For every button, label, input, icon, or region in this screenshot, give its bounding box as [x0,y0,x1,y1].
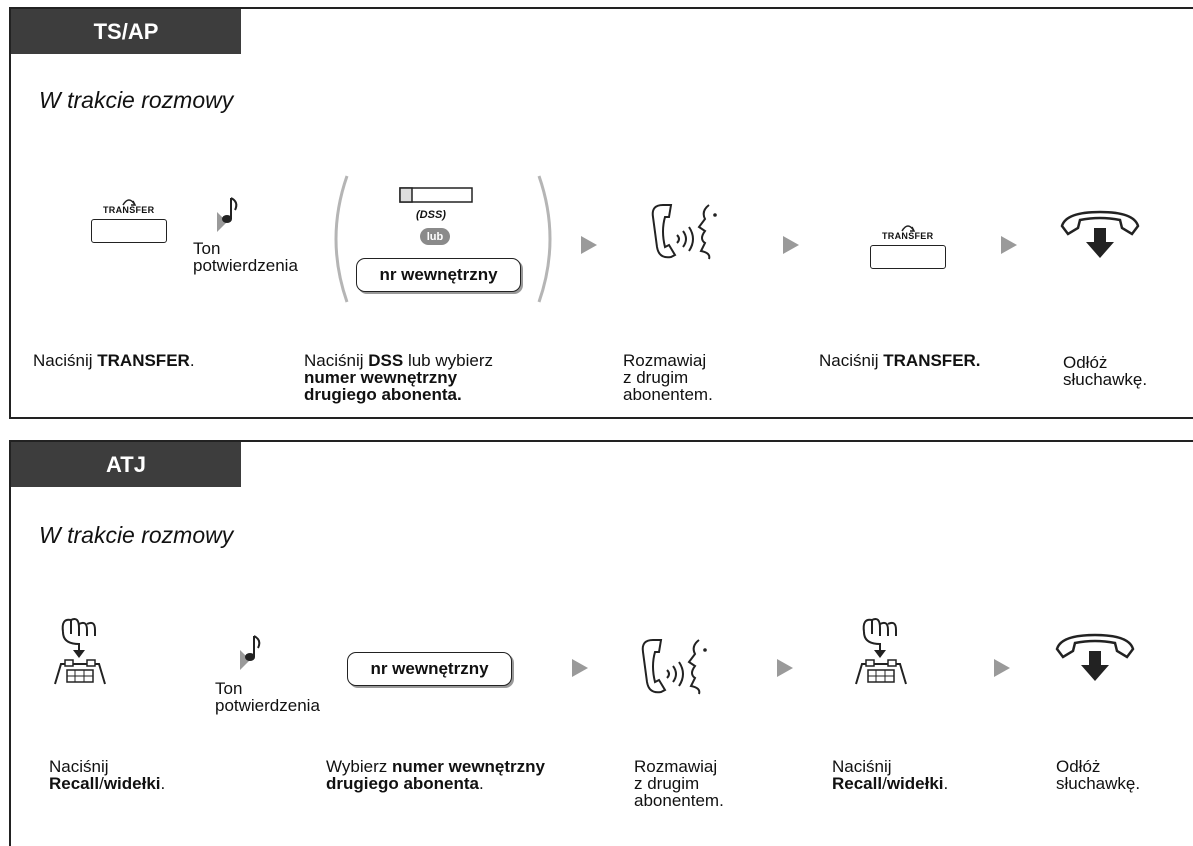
step-caption-4: Naciśnij Recall/widełki. [832,758,948,792]
caption-text: Wybierz [326,757,392,776]
tone-caption: Ton potwierdzenia [193,239,298,275]
caption-text: słuchawkę. [1063,370,1148,389]
tone-caption: Ton potwierdzenia [215,679,320,715]
caption-bold: drugiego abonenta [326,774,479,793]
caption-text: Naciśnij [33,351,98,370]
caption-text: Naciśnij [819,351,884,370]
caption-text: Rozmawiaj [634,757,718,776]
caption-text: Naciśnij [49,757,109,776]
step-arrow [1001,236,1017,254]
step-caption-5: Odłóż słuchawkę. [1056,758,1140,792]
transfer-key-icon: TRANSFER [868,217,948,277]
hang-up-icon [1051,629,1141,689]
caption-text: lub wybierz [403,351,493,370]
caption-bold: widełki [103,774,161,793]
caption-text: abonentem. [623,385,713,404]
step-arrow [572,659,588,677]
caption-bold: TRANSFER. [883,351,981,370]
caption-text: Naciśnij [832,757,892,776]
step-arrow [783,236,799,254]
step-arrow [581,236,597,254]
option-group-bracket [331,174,561,304]
transfer-key-box [870,245,946,269]
step-caption-2: Naciśnij DSS lub wybierz numer wewnętrzn… [304,352,493,403]
transfer-key-box [91,219,167,243]
caption-text: Naciśnij [304,351,369,370]
caption-bold: numer wewnętrzny [304,368,458,387]
step-caption-3: Rozmawiaj z drugim abonentem. [634,758,724,809]
transfer-key-icon: TRANSFER [89,191,169,251]
caption-text: z drugim [623,368,689,387]
extension-number-box: nr wewnętrzny [356,258,521,292]
tone-note-icon [238,632,268,672]
caption-bold: numer wewnętrzny [391,757,546,776]
caption-text: Rozmawiaj [623,351,707,370]
step-caption-1: Naciśnij TRANSFER. [33,352,195,369]
caption-text: . [479,774,484,793]
extension-number-box: nr wewnętrzny [347,652,512,686]
step-arrow [777,659,793,677]
caption-bold: drugiego abonenta. [304,385,462,404]
tone-note-icon [215,194,245,234]
caption-text: . [189,351,195,370]
transfer-key-label: TRANSFER [103,205,155,215]
procedure-panel-atj: ATJ W trakcie rozmowy Ton potwierdzen [9,440,1193,846]
panel-tab: TS/AP [11,9,241,54]
step-caption-3: Rozmawiaj z drugim abonentem. [623,352,713,403]
transfer-key-label: TRANSFER [882,231,934,241]
hang-up-icon [1056,206,1146,266]
caption-text: słuchawkę. [1056,774,1141,793]
panel-subheading: W trakcie rozmowy [39,522,234,548]
caption-text: . [160,774,166,793]
or-badge: lub [420,228,450,245]
caption-text: z drugim [634,774,700,793]
step-caption-4: Naciśnij TRANSFER. [819,352,981,369]
step-caption-1: Naciśnij Recall/widełki. [49,758,165,792]
caption-bold: Recall [49,774,100,793]
talk-icon [637,634,717,704]
caption-text: . [943,774,949,793]
caption-text: abonentem. [634,791,724,810]
panel-subheading: W trakcie rozmowy [39,87,234,113]
caption-text: Odłóż [1056,757,1101,776]
procedure-panel-tsap: TS/AP W trakcie rozmowy TRANSFER Ton pot… [9,7,1193,419]
caption-bold: widełki [886,774,944,793]
caption-bold: DSS [368,351,404,370]
panel-tab: ATJ [11,442,241,487]
step-caption-5: Odłóż słuchawkę. [1063,354,1147,388]
step-arrow [994,659,1010,677]
recall-hookswitch-icon [43,614,123,689]
caption-bold: TRANSFER [97,351,190,370]
recall-hookswitch-icon [844,614,924,689]
caption-bold: Recall [832,774,883,793]
caption-text: / [99,774,104,793]
caption-text: Odłóż [1063,353,1108,372]
caption-text: / [882,774,887,793]
dss-key-icon [399,187,473,203]
talk-icon [647,199,727,269]
step-caption-2: Wybierz numer wewnętrzny drugiego abonen… [326,758,545,792]
dss-label: (DSS) [416,209,446,221]
